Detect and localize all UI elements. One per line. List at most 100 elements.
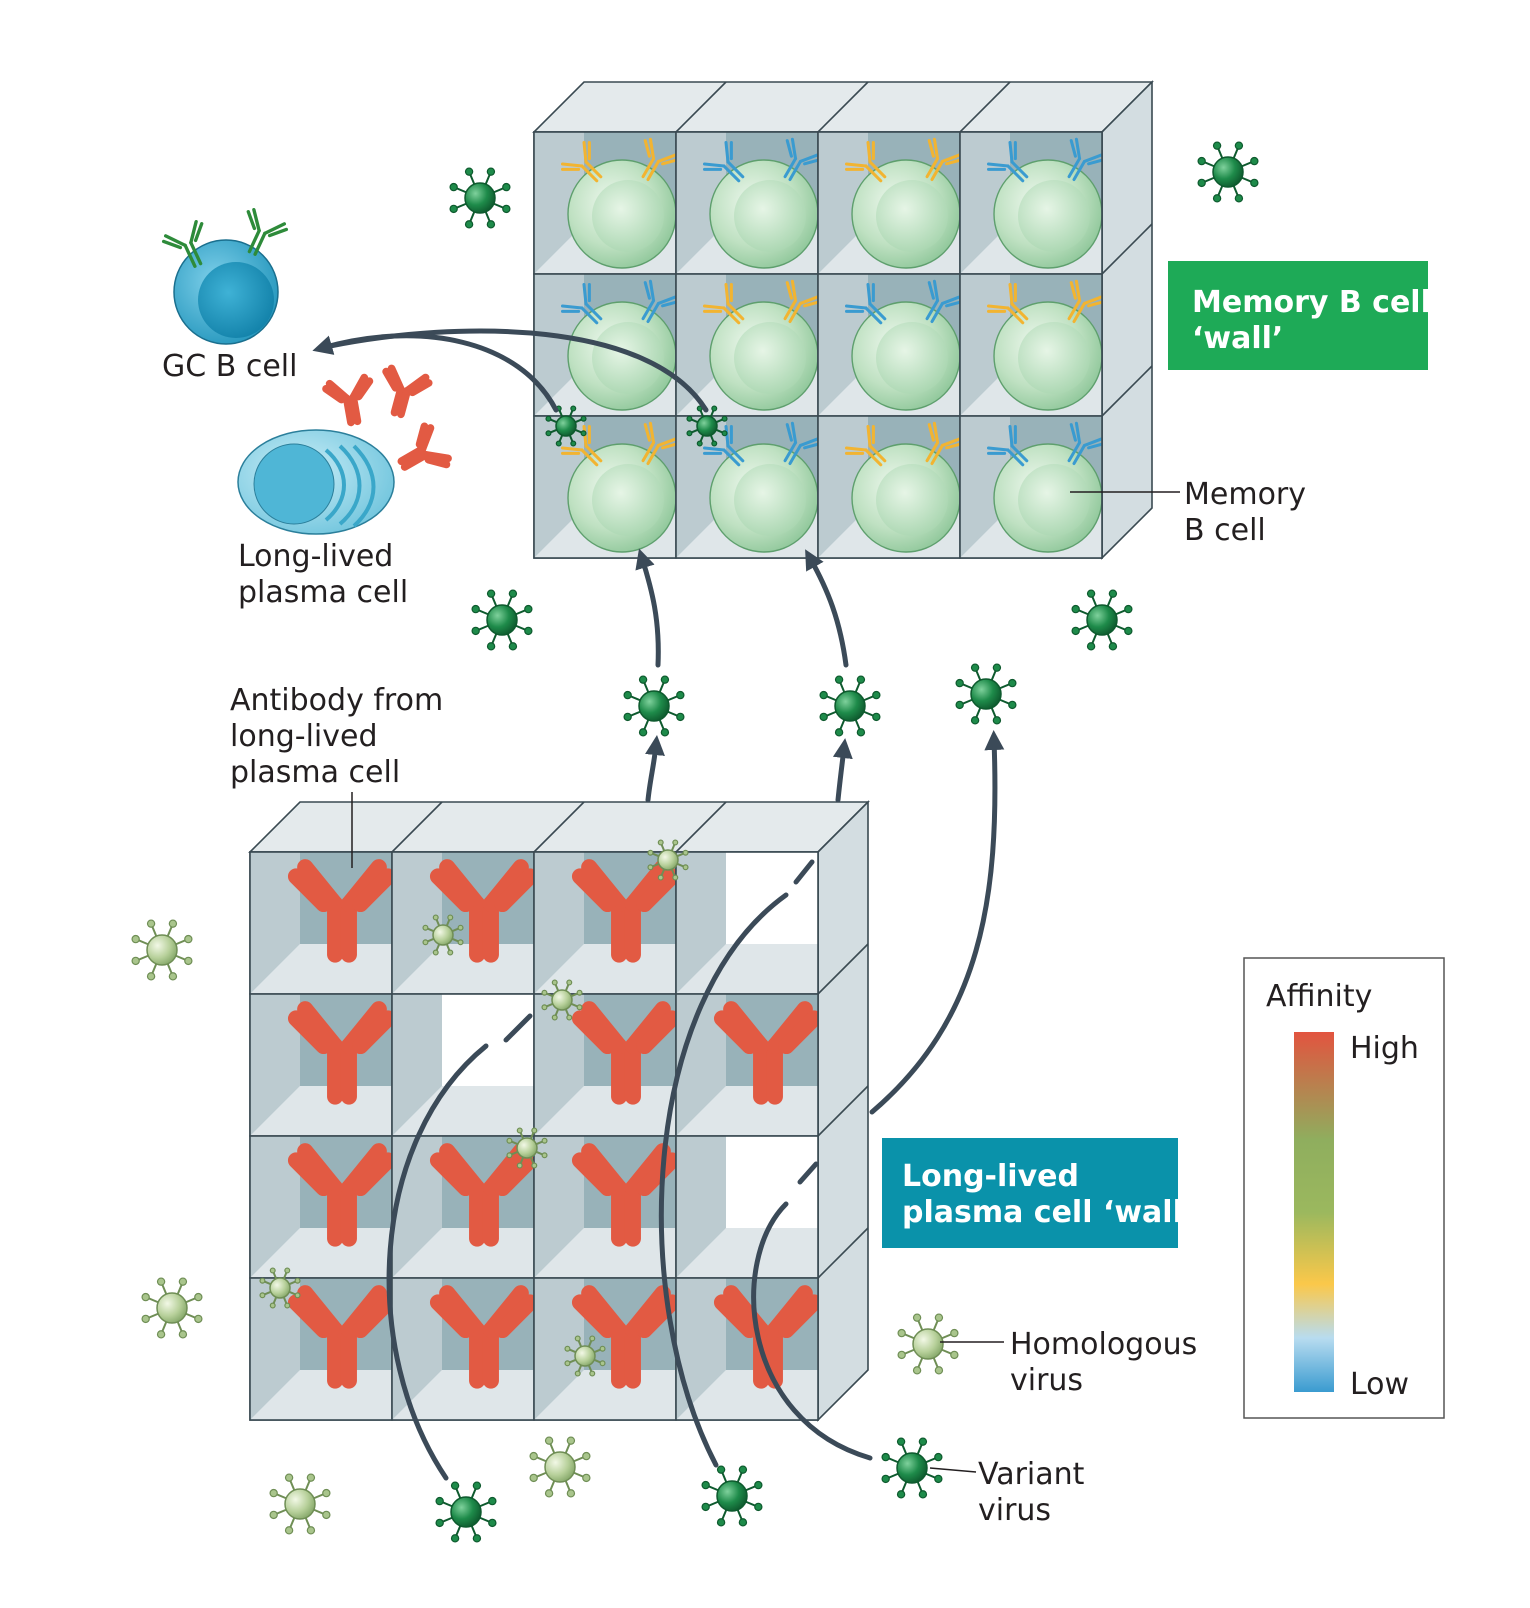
bcr-receptor — [844, 282, 887, 325]
bcr-receptor — [702, 282, 745, 325]
label-antibody-line2: long-lived — [230, 719, 378, 754]
bound-homologous-virus — [647, 839, 689, 881]
arrow-escape-3 — [869, 730, 1005, 1115]
plasma-wall-label-box: Long-lived plasma cell ‘wall’ — [882, 1138, 1194, 1248]
bound-variant-virus — [545, 405, 587, 447]
variant-virus — [623, 675, 685, 737]
label-homologous-line2: virus — [1010, 1363, 1083, 1398]
bcr-receptor — [986, 282, 1029, 325]
memory-cell-slot — [959, 131, 1103, 275]
memory-cell-slot — [817, 131, 961, 275]
bcr-receptor — [925, 137, 960, 182]
antibody-slot — [533, 1135, 677, 1279]
secreted-antibody — [322, 373, 374, 427]
variant-virus — [955, 663, 1017, 725]
antibody — [429, 1143, 534, 1247]
antibody — [429, 859, 534, 963]
bcr-receptor — [783, 421, 818, 466]
arrow-escape-2 — [832, 738, 853, 803]
arrow-variant-3b — [797, 1161, 819, 1185]
antibody — [713, 1001, 818, 1105]
legend-title: Affinity — [1266, 979, 1372, 1014]
homologous-virus — [269, 1473, 331, 1535]
bcr-receptor — [702, 424, 745, 467]
bound-homologous-virus — [541, 979, 583, 1021]
memory-wall-label-line2: ‘wall’ — [1192, 321, 1283, 356]
antibody-slot — [391, 1277, 535, 1421]
label-homologous-line1: Homologous — [1010, 1327, 1197, 1362]
antibody — [429, 1285, 534, 1389]
antibody — [571, 1001, 676, 1105]
plasma-wall-label-line1: Long-lived — [902, 1159, 1079, 1194]
label-plasma-cell-line1: Long-lived — [238, 539, 393, 574]
free-viruses — [131, 141, 1259, 1543]
bcr-receptor — [844, 424, 887, 467]
antibody-slot — [249, 1135, 393, 1279]
gc-b-cell — [161, 207, 289, 345]
memory-cell-slot — [959, 415, 1103, 559]
bcr-receptor — [641, 421, 676, 466]
memory-cell-slot — [533, 415, 677, 559]
bcr-receptor — [986, 140, 1029, 183]
antibody-slot — [533, 851, 677, 995]
secreted-antibody — [397, 422, 452, 471]
arrow-variant-1a — [386, 1043, 489, 1481]
memory-cell-slot — [533, 273, 677, 417]
legend-high: High — [1350, 1031, 1419, 1066]
bound-variant-virus — [686, 405, 728, 447]
antibody-slot — [391, 851, 535, 995]
antibody — [287, 1001, 392, 1105]
bcr-receptor — [702, 140, 745, 183]
label-antibody-line3: plasma cell — [230, 755, 400, 790]
antibody — [571, 859, 676, 963]
homologous-virus — [897, 1313, 959, 1375]
memory-cell-slot — [959, 273, 1103, 417]
affinity-gradient-bar — [1294, 1032, 1334, 1392]
homologous-virus — [529, 1436, 591, 1498]
antibody-slot — [249, 1277, 393, 1421]
arrow-escape-1 — [645, 735, 665, 803]
variant-virus — [819, 675, 881, 737]
antibody — [287, 859, 392, 963]
bcr-receptor — [246, 207, 289, 256]
variant-virus — [881, 1437, 943, 1499]
memory-cell-slot — [817, 273, 961, 417]
antibody-slot — [249, 851, 393, 995]
bcr-receptor — [161, 219, 204, 268]
bcr-receptor — [641, 279, 676, 324]
plasma-wall-label-line2: plasma cell ‘wall’ — [902, 1195, 1194, 1230]
arrow-virus-to-memory-1 — [635, 548, 661, 668]
label-memory-line2: B cell — [1184, 513, 1266, 548]
antibody-slot — [533, 993, 677, 1137]
legend-low: Low — [1350, 1367, 1409, 1402]
variant-virus — [449, 167, 511, 229]
empty-slot — [675, 1135, 819, 1279]
arrow-memory-to-gc-2 — [327, 328, 709, 413]
antibody-slot — [249, 993, 393, 1137]
label-variant-line2: virus — [978, 1493, 1051, 1528]
variant-leader-line — [929, 1467, 977, 1473]
memory-cell-slot — [533, 131, 677, 275]
bcr-receptor — [560, 140, 603, 183]
affinity-legend: Affinity High Low — [1243, 957, 1445, 1419]
arrow-virus-to-memory-2 — [805, 549, 849, 668]
bound-homologous-virus — [506, 1127, 548, 1169]
memory-wall-label-box: Memory B cell ‘wall’ — [1168, 261, 1431, 370]
arrow-variant-2b — [793, 859, 815, 885]
memory-b-cell-wall — [532, 80, 1154, 560]
variant-virus — [701, 1465, 763, 1527]
homologous-virus — [131, 919, 193, 981]
bound-homologous-virus — [259, 1267, 301, 1309]
memory-cell-slot — [675, 415, 819, 559]
arrow-variant-1b — [503, 1013, 533, 1043]
bound-homologous-virus — [422, 914, 464, 956]
variant-virus — [471, 589, 533, 651]
plasma-cell-wall — [248, 800, 870, 1422]
bcr-receptor — [560, 424, 603, 467]
antibody — [287, 1285, 392, 1389]
label-variant-line1: Variant — [978, 1457, 1085, 1492]
memory-wall-label-line1: Memory B cell — [1192, 285, 1431, 320]
label-antibody-line1: Antibody from — [230, 683, 443, 718]
antibody-slot — [391, 1135, 535, 1279]
label-gc-b-cell: GC B cell — [162, 349, 297, 384]
